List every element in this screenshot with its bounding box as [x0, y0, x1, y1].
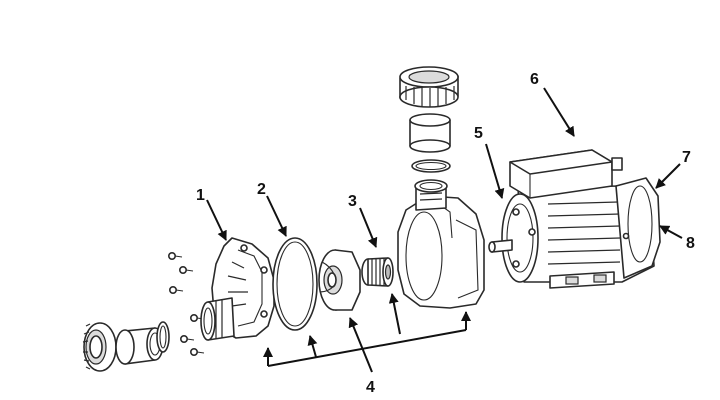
suction-cover: [200, 237, 275, 341]
callout-arrow-8: [659, 225, 683, 239]
screw: [168, 252, 183, 261]
callout-4: 4: [366, 379, 375, 396]
mechanical-seal: [361, 257, 394, 287]
callout-bracket-4: [267, 329, 467, 367]
callout-arrow-1: [206, 199, 227, 241]
o-ring-large: [272, 237, 318, 331]
pump-housing: [397, 179, 485, 309]
callout-arrow-4d: [348, 317, 373, 373]
union-nut-left: [82, 322, 117, 372]
callout-6: 6: [530, 71, 539, 88]
callout-8: 8: [686, 235, 695, 252]
callout-arrow-3: [359, 207, 378, 248]
callout-1: 1: [196, 187, 205, 204]
o-ring-small: [156, 321, 170, 353]
callout-arrow-6: [543, 87, 575, 137]
tail-piece-top: [409, 113, 451, 153]
callout-labels: 1 2 3 4 5 6 7 8: [196, 71, 695, 396]
callout-arrow-5: [485, 143, 505, 199]
tail-piece: [115, 327, 164, 365]
callout-3: 3: [348, 193, 357, 210]
callout-5: 5: [474, 125, 483, 142]
callout-arrow-7: [655, 163, 681, 189]
callout-arrow-4e: [388, 293, 401, 335]
motor: [488, 149, 661, 289]
union-nut-top: [399, 66, 459, 108]
callout-7: 7: [682, 149, 691, 166]
impeller: [318, 249, 361, 311]
screw: [190, 313, 205, 322]
callout-lines: [206, 87, 683, 373]
o-ring-top: [411, 159, 451, 173]
screw: [169, 285, 184, 294]
callout-2: 2: [257, 181, 266, 198]
screws: [168, 252, 205, 356]
screw: [179, 265, 194, 274]
callout-arrow-4b: [307, 335, 318, 358]
screw: [180, 334, 195, 343]
screw: [190, 347, 205, 356]
callout-arrow-2: [266, 195, 287, 237]
